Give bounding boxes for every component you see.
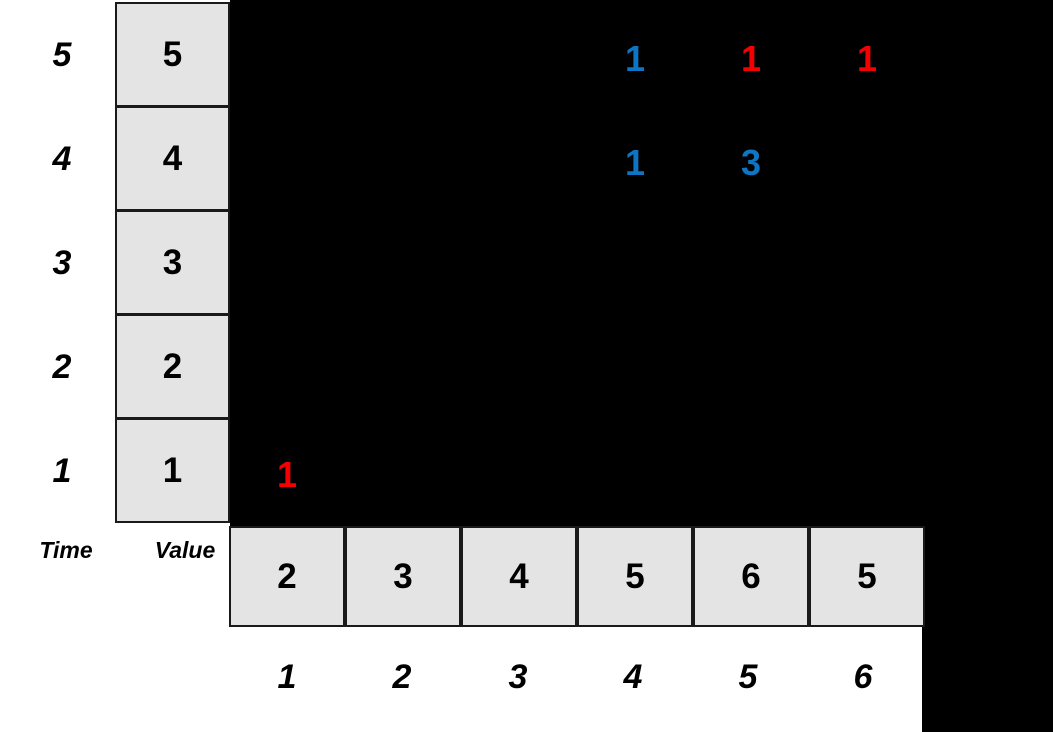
y-tick-label-4: 4: [52, 140, 72, 178]
x-tick-label-6: 6: [853, 658, 873, 696]
bottom-cell-6: 5: [809, 526, 925, 627]
value-cell-2: 2: [115, 314, 230, 419]
data-marker: 1: [624, 142, 646, 183]
bottom-cell-3: 4: [461, 526, 577, 627]
x-tick-label-3: 3: [508, 658, 528, 696]
y-tick-label-3: 3: [52, 244, 72, 282]
data-marker: 1: [740, 38, 762, 79]
x-tick-label-5: 5: [738, 658, 758, 696]
bottom-cell-1: 2: [229, 526, 345, 627]
bottom-cell-5: 6: [693, 526, 809, 627]
value-cell-4: 4: [115, 106, 230, 211]
x-tick-label-1: 1: [277, 658, 297, 696]
value-cell-3: 3: [115, 210, 230, 315]
data-marker: 1: [856, 38, 878, 79]
y-tick-label-2: 2: [52, 348, 72, 386]
x-tick-label-4: 4: [623, 658, 643, 696]
data-marker: 1: [276, 454, 298, 495]
x-tick-label-2: 2: [392, 658, 412, 696]
time-axis-title: Time: [39, 536, 93, 563]
data-marker: 3: [740, 142, 762, 183]
value-cell-5: 5: [115, 2, 230, 107]
value-axis-title: Value: [154, 536, 216, 563]
bottom-label-gutter: [230, 626, 922, 732]
value-cell-1: 1: [115, 418, 230, 523]
data-marker: 1: [624, 38, 646, 79]
y-tick-label-5: 5: [52, 36, 72, 74]
y-tick-label-1: 1: [52, 452, 72, 490]
bottom-cell-4: 5: [577, 526, 693, 627]
bottom-cell-2: 3: [345, 526, 461, 627]
